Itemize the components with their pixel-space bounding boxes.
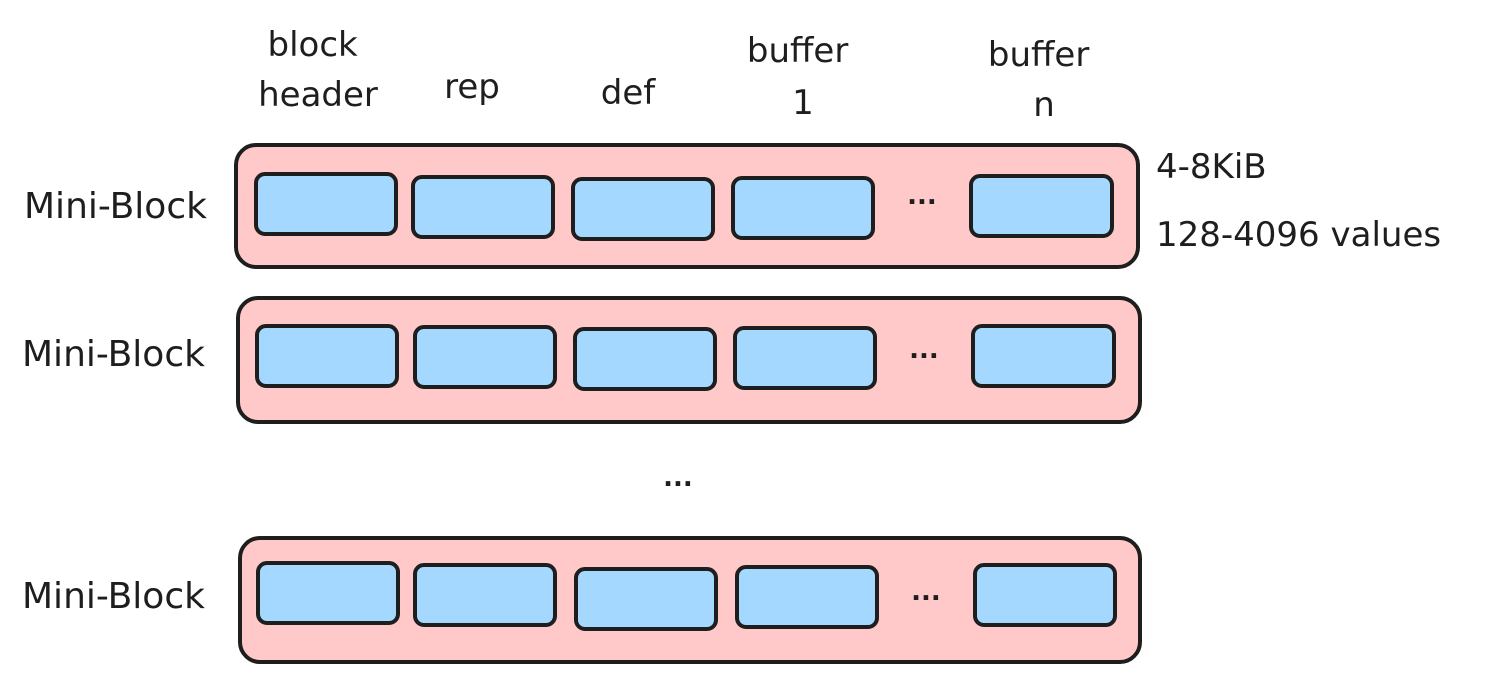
rows-ellipsis: ... <box>663 463 693 493</box>
column-label-buffer-n: buffer n <box>988 35 1100 125</box>
def-buffer <box>571 177 715 241</box>
column-label-rep: rep <box>444 67 500 107</box>
column-label-buffer-1: buffer 1 <box>747 31 859 123</box>
rep-buffer <box>413 563 557 627</box>
column-label-block-header: block header <box>258 25 378 115</box>
column-label-buffer-n-line1: buffer <box>988 35 1089 75</box>
mini-block-label: Mini-Block <box>24 186 207 227</box>
buffer-n <box>973 563 1117 627</box>
buffer-gap-ellipsis: ... <box>911 577 941 607</box>
mini-block-row-1: Mini-Block ... <box>24 143 1140 269</box>
buffer-gap-ellipsis: ... <box>909 335 939 365</box>
rep-buffer <box>411 175 555 239</box>
column-label-block-header-line2: header <box>258 75 378 115</box>
column-label-buffer-1-line2: 1 <box>792 83 814 123</box>
buffer-n <box>969 174 1114 238</box>
mini-block-label: Mini-Block <box>22 576 205 617</box>
buffer-1 <box>735 565 879 629</box>
rep-buffer <box>413 325 557 389</box>
block-header-buffer <box>255 324 399 388</box>
block-header-buffer <box>254 172 398 236</box>
buffer-1 <box>733 326 877 390</box>
column-label-block-header-line1: block <box>267 25 358 65</box>
column-label-buffer-n-line2: n <box>1033 85 1055 125</box>
mini-block-values-annotation: 128-4096 values <box>1156 215 1441 255</box>
mini-block-label: Mini-Block <box>22 334 205 375</box>
block-header-buffer <box>256 561 400 625</box>
buffer-n <box>971 324 1116 388</box>
column-label-buffer-1-line1: buffer <box>747 31 848 71</box>
mini-block-size-annotation: 4-8KiB <box>1156 147 1267 187</box>
buffer-gap-ellipsis: ... <box>907 181 937 211</box>
def-buffer <box>573 327 717 391</box>
mini-block-row-3: Mini-Block ... <box>22 536 1142 664</box>
def-buffer <box>574 567 718 631</box>
buffer-1 <box>731 176 875 240</box>
column-label-def: def <box>601 73 657 113</box>
mini-block-row-2: Mini-Block ... <box>22 296 1142 424</box>
